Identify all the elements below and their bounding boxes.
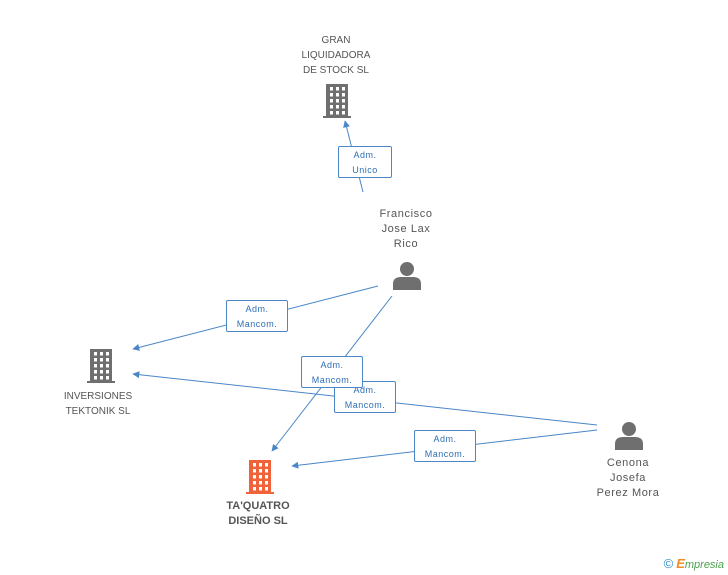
person-icon-francisco[interactable]	[393, 262, 421, 290]
building-icon-taquatro[interactable]	[246, 460, 274, 494]
building-icon-gran-liquidadora[interactable]	[323, 84, 351, 118]
empresia-credit: ©Empresia	[664, 556, 724, 571]
copyright-icon: ©	[663, 556, 674, 571]
francisco-label[interactable]: Francisco Jose Lax Rico	[379, 208, 433, 250]
person-icon-cenona[interactable]	[615, 422, 643, 450]
edge-label-francisco-inversiones[interactable]: Adm. Mancom.	[226, 300, 288, 332]
cenona-label[interactable]: Cenona Josefa Perez Mora	[596, 457, 660, 499]
building-icon-inversiones[interactable]	[87, 349, 115, 383]
empresia-logo-text: mpresia	[684, 559, 724, 571]
edge-label-adm-unico[interactable]: Adm. Unico	[338, 146, 392, 178]
empresia-logo-initial: E	[676, 556, 685, 571]
inversiones-label[interactable]: INVERSIONES TEKTONIK SL	[63, 391, 133, 417]
edge-label-francisco-taquatro[interactable]: Adm. Mancom.	[301, 356, 363, 388]
edge-label-cenona-taquatro[interactable]: Adm. Mancom.	[414, 430, 476, 462]
taquatro-label[interactable]: TA'QUATRO DISEÑO SL	[226, 500, 290, 527]
gran-liquidadora-label[interactable]: GRAN LIQUIDADORA DE STOCK SL	[301, 35, 371, 76]
